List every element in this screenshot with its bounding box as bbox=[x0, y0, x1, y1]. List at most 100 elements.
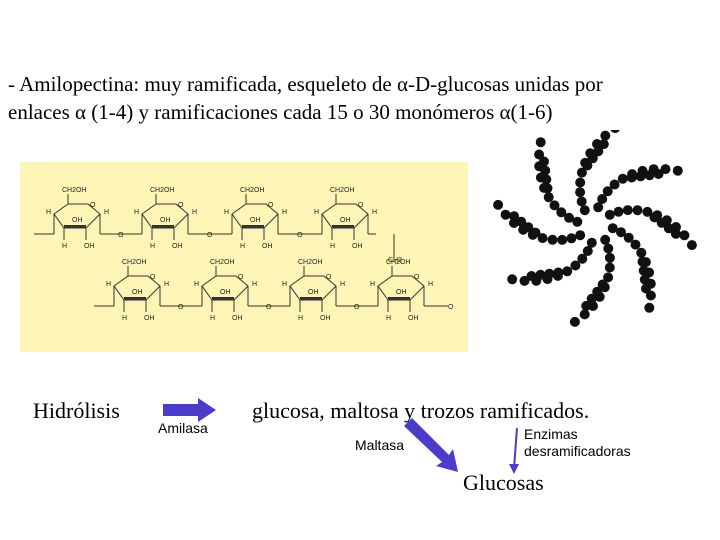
h-label: H bbox=[252, 281, 257, 288]
h-label: H bbox=[240, 243, 245, 250]
glucose-unit-dot bbox=[600, 234, 611, 245]
branched-polymer-dots bbox=[493, 130, 697, 327]
enzimas-desramificadoras-label: Enzimas desramificadoras bbox=[524, 426, 631, 460]
oh-label: OH bbox=[262, 243, 273, 250]
glucose-unit-dot bbox=[576, 167, 587, 178]
ch2oh-label: CH2OH bbox=[122, 259, 147, 266]
oh-label: OH bbox=[352, 243, 363, 250]
glucose-unit-dot bbox=[575, 187, 586, 198]
enzimas-line-2: desramificadoras bbox=[524, 443, 631, 459]
h-label: H bbox=[134, 209, 139, 216]
desramificadoras-arrow-line bbox=[513, 427, 518, 469]
glucose-unit-dot bbox=[663, 223, 674, 234]
glucose-unit-dot bbox=[535, 269, 546, 280]
h-label: H bbox=[282, 209, 287, 216]
title-line-1: - Amilopectina: muy ramificada, esquelet… bbox=[8, 72, 603, 96]
glucose-unit-dot bbox=[641, 283, 651, 294]
products-label: glucosa, maltosa y trozos ramificados. bbox=[252, 398, 590, 423]
ch2-label: CH2 bbox=[388, 257, 402, 264]
glucose-unit-dot bbox=[598, 139, 609, 150]
title-line-2: enlaces α (1-4) y ramificaciones cada 15… bbox=[8, 100, 553, 124]
ring-bold-edge bbox=[300, 297, 322, 300]
glucose-unit-dot bbox=[604, 252, 615, 263]
glucose-unit-dot bbox=[582, 246, 593, 256]
glucose-unit-dot bbox=[607, 223, 618, 234]
h-label: H bbox=[210, 315, 215, 322]
glucose-unit-dot bbox=[645, 290, 656, 301]
bridge-oxygen-label: O bbox=[266, 304, 272, 311]
glucose-unit-dot bbox=[556, 207, 567, 218]
glucose-unit-dot bbox=[609, 179, 620, 190]
glucose-unit-dot bbox=[572, 216, 583, 227]
oh-label: OH bbox=[320, 315, 331, 322]
desramificadoras-arrow-icon bbox=[509, 464, 519, 474]
ring-oxygen-label: O bbox=[178, 202, 184, 209]
ch2oh-label: CH2OH bbox=[62, 187, 87, 194]
bridge-oxygen-label: O bbox=[178, 304, 184, 311]
glucose-unit-dot bbox=[541, 174, 552, 185]
oh-label: OH bbox=[250, 217, 261, 224]
bridge-oxygen-label: O bbox=[207, 232, 213, 239]
h-label: H bbox=[46, 209, 51, 216]
ring-bold-edge bbox=[212, 297, 234, 300]
glucose-unit-dot bbox=[509, 211, 520, 222]
ch2oh-label: CH2OH bbox=[330, 187, 355, 194]
glucose-unit-dot bbox=[622, 205, 633, 216]
glucose-unit-dot bbox=[507, 274, 518, 285]
glucose-unit-dot bbox=[635, 171, 646, 182]
glucose-unit-dot bbox=[544, 268, 555, 279]
glucose-unit-dot bbox=[586, 293, 597, 304]
oh-label: OH bbox=[232, 315, 243, 322]
oh-label: OH bbox=[72, 217, 83, 224]
h-label: H bbox=[62, 243, 67, 250]
glucose-unit-dot bbox=[526, 271, 537, 281]
glucose-unit-dot bbox=[604, 262, 615, 273]
glucose-unit-dot bbox=[549, 200, 560, 211]
terminal-oxygen-label: O bbox=[448, 304, 454, 311]
glucose-unit-dot bbox=[569, 316, 580, 327]
oh-label: OH bbox=[144, 315, 155, 322]
glucose-unit-dot bbox=[576, 196, 587, 207]
oh-label: OH bbox=[160, 217, 171, 224]
bridge-oxygen-label: O bbox=[354, 304, 360, 311]
h-label: H bbox=[104, 209, 109, 216]
glucose-unit-dot bbox=[672, 165, 683, 176]
glucose-unit-dot bbox=[653, 169, 664, 179]
glucose-unit-dot bbox=[537, 233, 548, 244]
oh-label: OH bbox=[132, 289, 143, 296]
glucose-unit-dot bbox=[603, 272, 614, 283]
ring-oxygen-label: O bbox=[414, 274, 420, 281]
glucose-unit-dot bbox=[630, 239, 641, 250]
glucose-unit-dot bbox=[644, 170, 655, 181]
glucose-unit-dot bbox=[603, 243, 614, 254]
enzimas-line-1: Enzimas bbox=[524, 426, 578, 442]
glucose-unit-dot bbox=[562, 266, 573, 277]
glucose-unit-dot bbox=[516, 216, 527, 227]
amilasa-label: Amilasa bbox=[158, 420, 208, 436]
glucose-unit-dot bbox=[626, 172, 637, 183]
h-label: H bbox=[164, 281, 169, 288]
ch2oh-label: CH2OH bbox=[298, 259, 323, 266]
glucose-unit-dot bbox=[534, 149, 545, 160]
glucose-unit-dot bbox=[570, 260, 581, 271]
oh-label: OH bbox=[220, 289, 231, 296]
ch2oh-label: CH2OH bbox=[240, 187, 265, 194]
ring-bold-edge bbox=[332, 225, 354, 228]
glucose-unit-dot bbox=[649, 212, 660, 223]
glucose-unit-dot bbox=[523, 222, 534, 233]
oh-label: OH bbox=[172, 243, 183, 250]
h-label: H bbox=[106, 281, 111, 288]
glucose-unit-dot bbox=[637, 256, 648, 267]
bridge-oxygen-label: O bbox=[297, 232, 303, 239]
glucose-unit-dot bbox=[587, 153, 598, 164]
h-label: H bbox=[340, 281, 345, 288]
h-label: H bbox=[192, 209, 197, 216]
bridge-oxygen-label: O bbox=[118, 232, 124, 239]
glucose-unit-dot bbox=[644, 302, 655, 313]
glucose-unit-dot bbox=[547, 234, 558, 245]
glucose-unit-dot bbox=[604, 209, 615, 220]
ring-bold-edge bbox=[242, 225, 264, 228]
ring-oxygen-label: O bbox=[268, 202, 274, 209]
glucose-unit-dot bbox=[539, 156, 549, 167]
